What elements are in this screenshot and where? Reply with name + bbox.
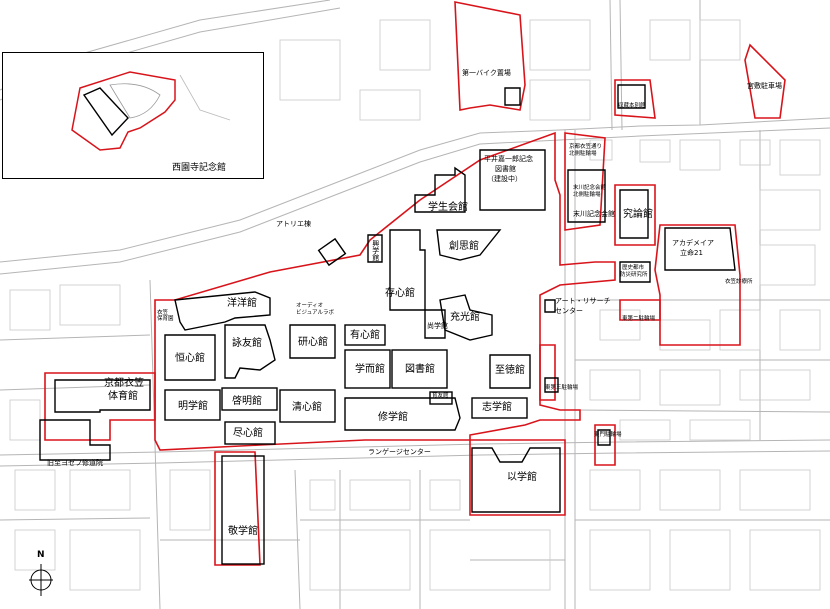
label-kyougaku: 尚学館 xyxy=(427,322,448,330)
north-label: N xyxy=(37,550,45,560)
label-ikuyu: 育友館 xyxy=(432,393,449,399)
label-rekishi-1: 歴史都市 xyxy=(622,265,645,271)
label-kenshin: 研心館 xyxy=(298,337,328,348)
building-igaku xyxy=(471,447,561,513)
label-gakuji: 学而館 xyxy=(355,364,385,375)
building-toshokan-new xyxy=(479,149,546,211)
building-kyuron xyxy=(619,189,649,239)
label-miyahashi: 衣笠診療所 xyxy=(725,279,753,285)
building-yushin xyxy=(344,324,386,346)
building-koushin xyxy=(164,334,216,381)
label-seishin: 清心館 xyxy=(292,402,322,413)
building-east-small xyxy=(544,299,556,313)
building-suekawa xyxy=(567,169,606,223)
label-north-small-2: 北側駐輪場 xyxy=(569,151,597,157)
label-art-research-2: センター xyxy=(555,307,583,315)
label-kikugawa-3: 北側駐輪場 xyxy=(573,192,601,198)
label-keigaku: 敬学館 xyxy=(228,526,258,537)
campus-boundary xyxy=(44,1,786,566)
building-meigaku xyxy=(164,389,221,421)
building-shitoku xyxy=(489,354,531,389)
label-higashi-parking-2: 東第二駐輪場 xyxy=(622,316,656,322)
label-toshokan: 図書館 xyxy=(405,364,435,375)
label-academia-1: アカデメイア xyxy=(672,239,714,247)
label-old-monastery: 旧至ヨゼフ修道院 xyxy=(47,459,103,467)
label-honbetsukan: 収蔵本別館 xyxy=(618,103,646,109)
label-rekishi-2: 防災研究所 xyxy=(620,272,648,278)
label-north-mini-1: 衣笠 xyxy=(157,310,169,316)
building-shougaku xyxy=(424,309,446,339)
building-keigaku xyxy=(221,455,265,565)
label-audio-2: ビジュアルラボ xyxy=(296,310,334,316)
label-shitoku: 至徳館 xyxy=(495,365,525,376)
building-kenshin xyxy=(289,324,336,359)
label-youyou: 洋洋館 xyxy=(227,298,257,309)
building-east-gate xyxy=(597,429,611,446)
building-ikuyu xyxy=(429,391,453,405)
building-atelier xyxy=(317,237,347,267)
label-art-research-1: アート・リサーチ xyxy=(555,297,611,305)
label-shugaku: 修学館 xyxy=(378,412,408,423)
label-koushin: 恒心館 xyxy=(175,353,205,364)
label-eiyuu: 詠友館 xyxy=(232,338,262,349)
building-jinshin xyxy=(224,421,276,445)
building-seishin xyxy=(279,389,336,423)
building-academia xyxy=(664,227,736,271)
building-jushin xyxy=(439,294,493,341)
label-jinshin: 尽心館 xyxy=(233,428,263,439)
building-toshokan xyxy=(391,349,448,389)
label-keimei: 啓明館 xyxy=(232,396,262,407)
inset-drawing xyxy=(71,71,231,151)
buildings xyxy=(39,84,736,565)
label-library-tower-2: 図書館 xyxy=(495,165,516,173)
label-igaku: 以学館 xyxy=(507,472,537,483)
building-keimei xyxy=(221,387,278,411)
label-gakusei-kaikan: 学生会館 xyxy=(428,202,468,213)
north-arrow-icon xyxy=(29,564,53,596)
label-kinugasa-gym-1: 京都衣笠 xyxy=(104,378,144,389)
label-ushinkan: 有心館 xyxy=(350,330,380,341)
label-east-gate-parking: 東門駐輪場 xyxy=(594,432,622,438)
label-meigaku: 明学館 xyxy=(178,401,208,412)
label-kouyou: 興学館 xyxy=(371,240,380,261)
label-kyuron: 究論館 xyxy=(623,209,653,220)
building-kyoto-gym xyxy=(54,379,151,413)
label-academia-2: 立命21 xyxy=(680,249,703,257)
building-bike-1 xyxy=(504,87,521,106)
building-shugaku xyxy=(344,397,461,431)
label-north-small-1: 京都衣笠通り xyxy=(569,144,603,150)
label-sonshin: 存心館 xyxy=(385,288,415,299)
label-bike-parking-1: 第一バイク置場 xyxy=(462,69,511,77)
building-youyou xyxy=(174,291,271,331)
building-honbetsukan xyxy=(617,84,646,109)
building-old-monastery xyxy=(39,419,111,461)
building-gakusei-kaikan xyxy=(414,166,466,213)
label-jushin: 充光館 xyxy=(450,312,480,323)
label-atelier: アトリエ棟 xyxy=(276,220,311,228)
inset-label: 西園寺記念館 xyxy=(172,163,227,173)
building-east-3 xyxy=(544,377,559,393)
building-gakuji xyxy=(344,349,391,389)
label-library-tower-1: 平井嘉一郎記念 xyxy=(484,155,533,163)
label-library-tower-3: （建設中） xyxy=(487,175,522,183)
label-kinugasa-gym-2: 体育館 xyxy=(108,391,138,402)
label-kikugawa-2: 末川記念会館 xyxy=(573,185,607,191)
building-shigaku xyxy=(471,397,528,419)
building-kougaku xyxy=(367,234,383,263)
label-higashi-parking-3: 東第三駐輪場 xyxy=(545,385,579,391)
label-miyagami-parking: 宮敷駐車場 xyxy=(747,82,782,90)
building-soushin xyxy=(436,229,502,261)
label-shigaku: 志学館 xyxy=(482,402,512,413)
building-eiyuu xyxy=(224,324,276,379)
label-soushin: 創思館 xyxy=(449,241,479,252)
label-audio: オーディオ xyxy=(296,303,324,309)
building-sonshin xyxy=(389,229,426,311)
label-north-mini-2: 保育園 xyxy=(157,316,174,322)
building-rekishi xyxy=(619,261,651,283)
label-language-center: ランゲージセンター xyxy=(368,448,431,456)
label-kikugawa: 末川記念会館 xyxy=(573,210,615,218)
